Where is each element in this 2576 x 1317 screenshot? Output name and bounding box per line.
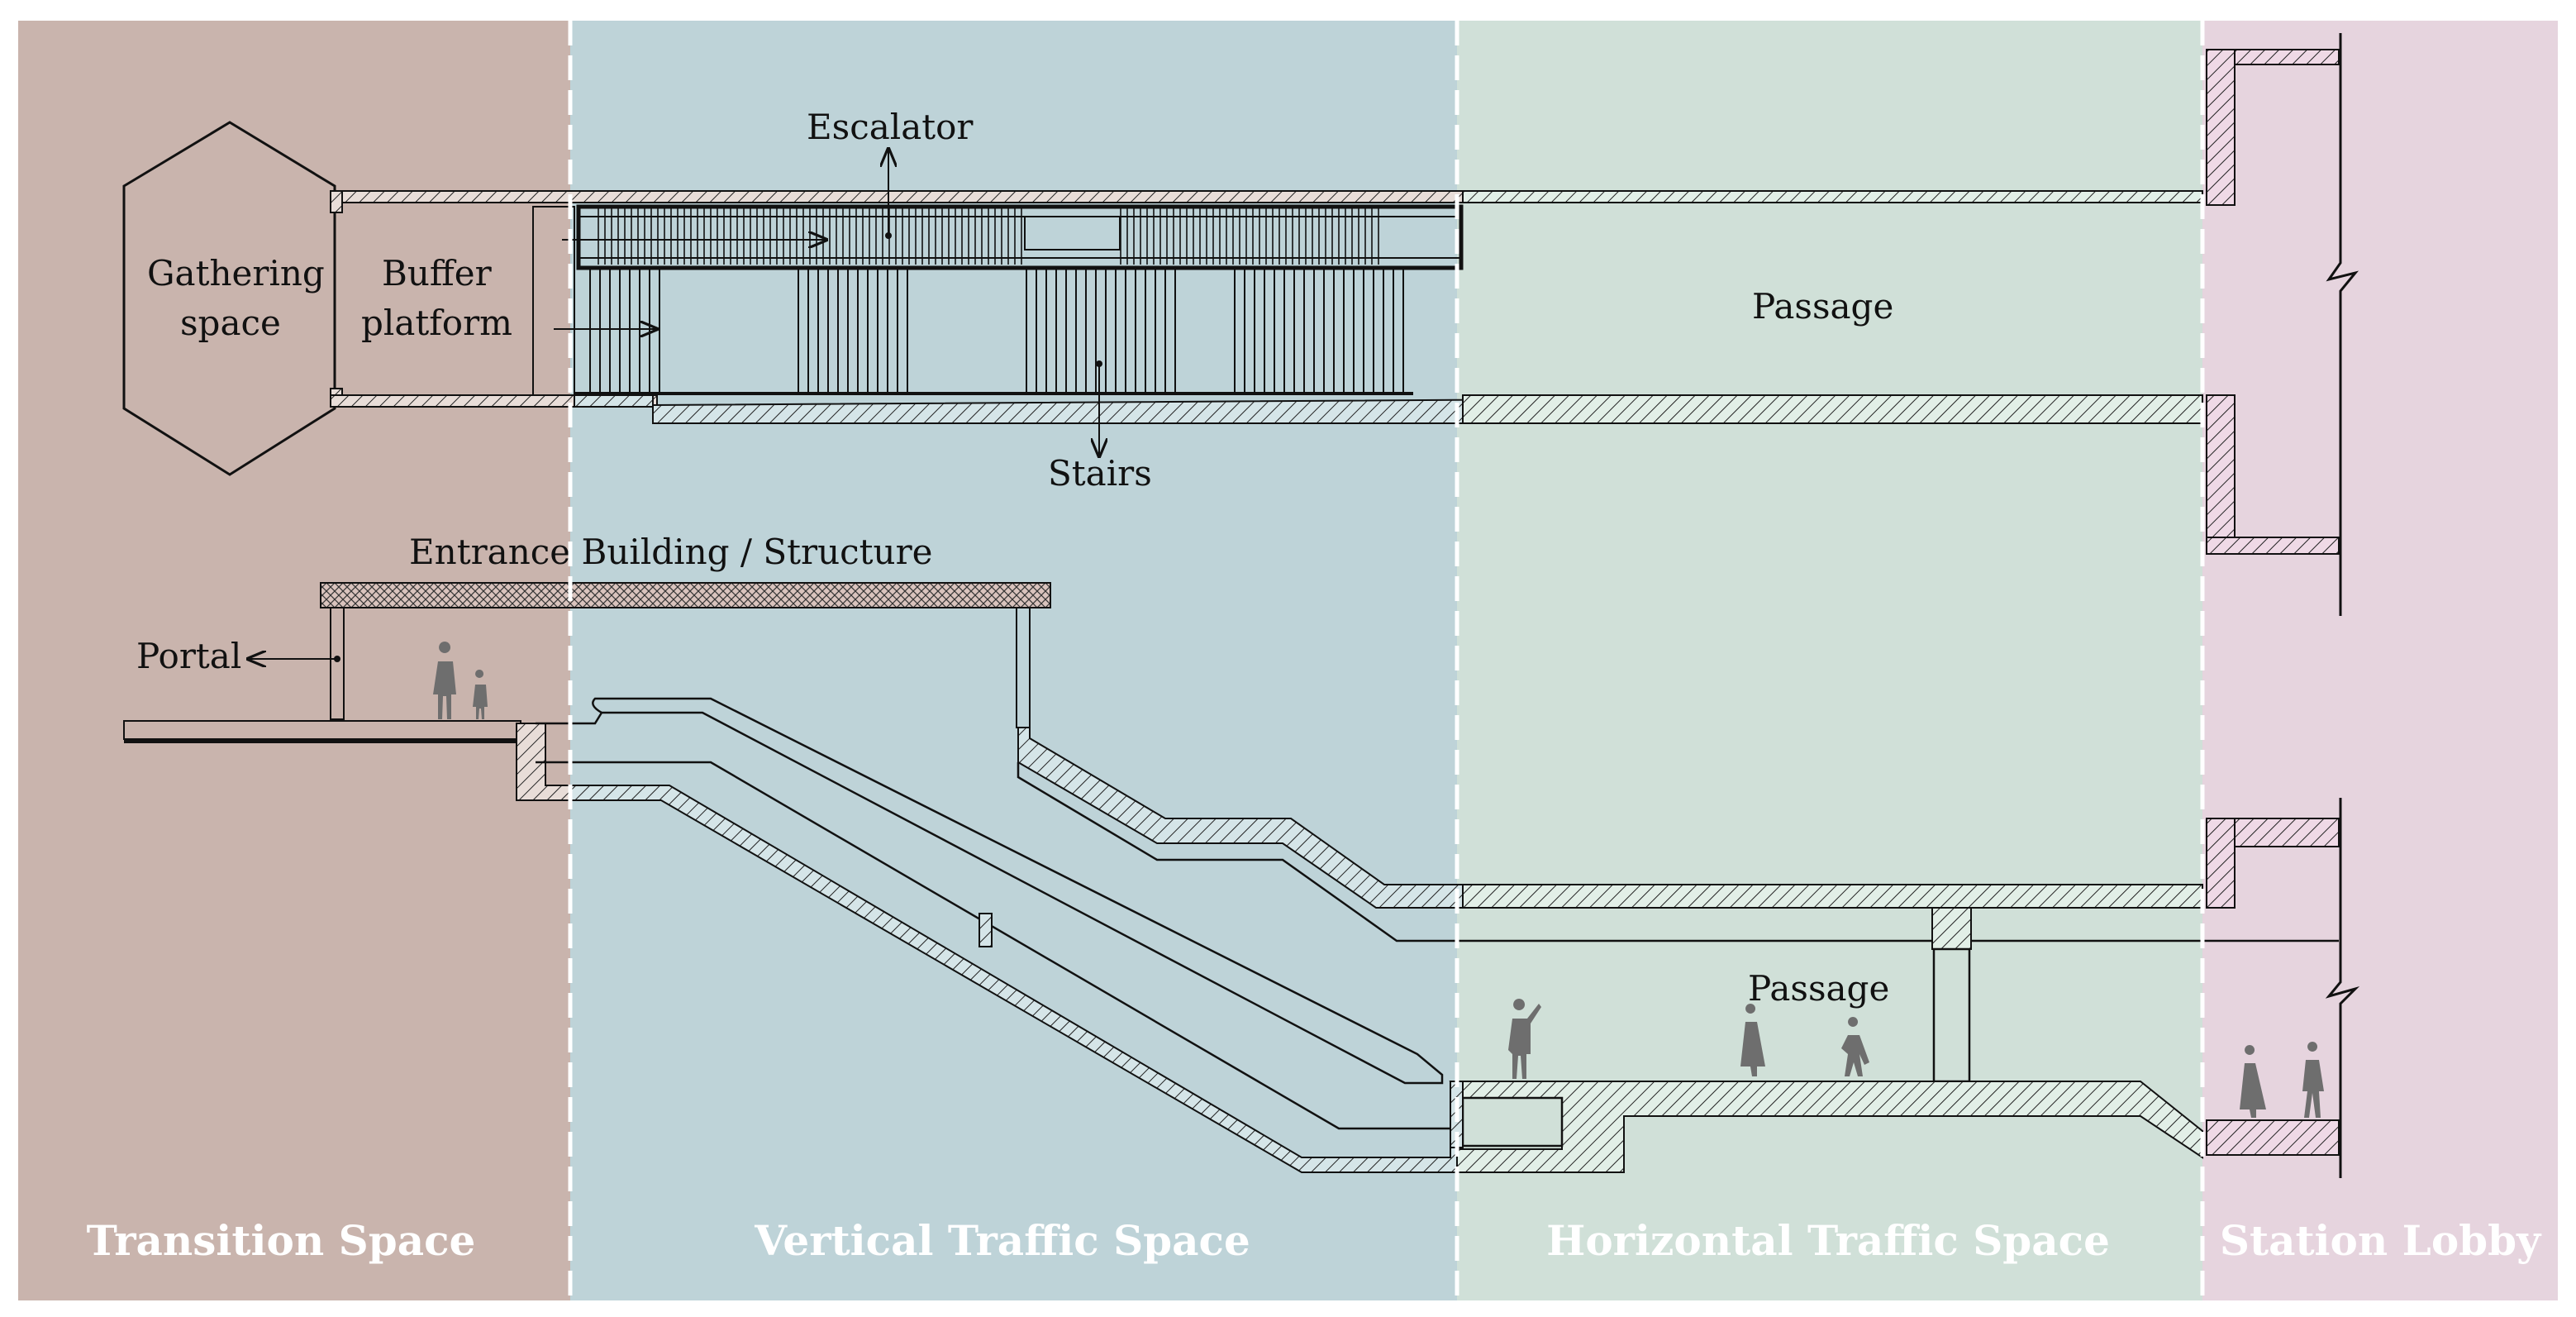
entrance-label: Entrance Building / Structure bbox=[409, 532, 933, 572]
stairs-label: Stairs bbox=[1048, 453, 1152, 494]
zone-station-lobby bbox=[2202, 21, 2558, 1300]
escalator-label: Escalator bbox=[807, 107, 974, 147]
person-figures bbox=[433, 642, 2324, 1118]
zone-dividers bbox=[568, 21, 2205, 1300]
section-passage-label: Passage bbox=[1748, 968, 1889, 1009]
gathering-label-1: Gathering bbox=[147, 253, 325, 293]
plan-view: Gathering space Buffer platform Escalato… bbox=[122, 33, 2359, 616]
entrance-canopy bbox=[320, 582, 1051, 608]
escalator-handrail bbox=[592, 697, 1444, 1085]
escalator-treads-2 bbox=[1120, 208, 1380, 265]
buffer-label-1: Buffer bbox=[382, 253, 493, 293]
buffer-platform-box bbox=[532, 206, 575, 396]
section-view: Entrance Building / Structure Portal Pas… bbox=[123, 532, 2360, 1178]
zone-label-vertical: Vertical Traffic Space bbox=[754, 1216, 1250, 1265]
portal-column bbox=[330, 607, 345, 720]
lobby-section-floor bbox=[2206, 1119, 2340, 1156]
plan-bottom-wall-green bbox=[1462, 394, 2203, 424]
escalator-lower-rail bbox=[536, 761, 1450, 1130]
zone-label-horizontal: Horizontal Traffic Space bbox=[1546, 1216, 2110, 1265]
buffer-label-2: platform bbox=[361, 303, 512, 343]
plan-top-wall-green bbox=[1462, 190, 2203, 203]
stairs-treads-1 bbox=[583, 270, 665, 394]
passage-column-cap bbox=[1931, 907, 1972, 950]
lobby-plan-break-line bbox=[2326, 33, 2359, 616]
stairs-treads-4 bbox=[1231, 270, 1409, 394]
gathering-label-2: space bbox=[180, 303, 281, 343]
zone-transition-space bbox=[18, 21, 570, 1300]
lobby-section-break-line bbox=[2325, 798, 2360, 1178]
stairs-treads-3 bbox=[1025, 270, 1182, 394]
portal-label: Portal bbox=[136, 636, 241, 676]
zone-label-transition: Transition Space bbox=[87, 1216, 476, 1265]
zone-label-lobby: Station Lobby bbox=[2220, 1216, 2542, 1265]
gathering-space-hexagon bbox=[122, 121, 336, 476]
escalator-band bbox=[576, 204, 1464, 270]
plan-passage-label: Passage bbox=[1752, 286, 1893, 327]
ceiling-line bbox=[1017, 762, 2339, 942]
plan-top-return bbox=[330, 190, 343, 213]
stairs-treads-2 bbox=[789, 270, 909, 394]
lobby-plan-wall-bottom bbox=[2206, 394, 2236, 553]
